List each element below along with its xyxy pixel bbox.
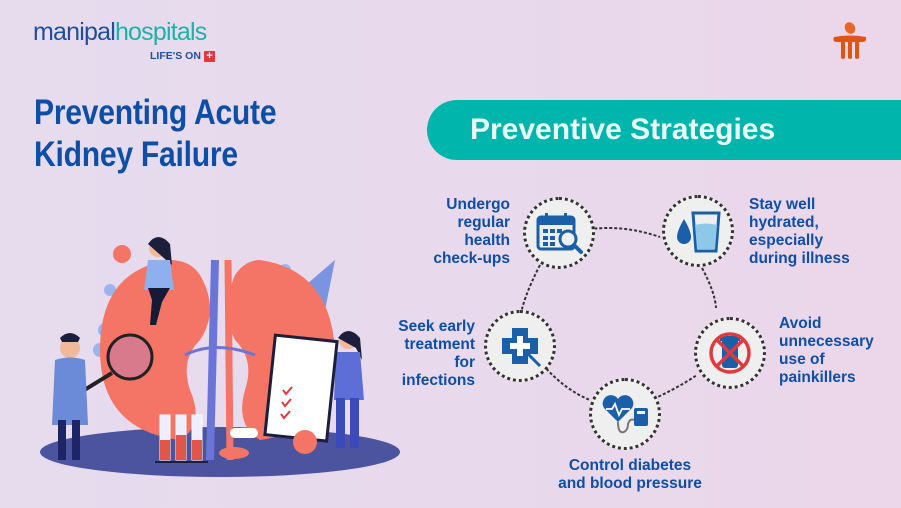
section-title: Preventive Strategies (470, 113, 776, 146)
no-pills-icon (694, 317, 766, 389)
medical-cross-icon (484, 310, 556, 382)
strategy-label-hydration: Stay well hydrated, especially during il… (749, 196, 850, 267)
kidney-doctors-illustration (40, 237, 400, 477)
title-line-2: Kidney Failure (34, 135, 238, 174)
orange-figure-logo-icon (833, 22, 867, 59)
water-glass-icon (662, 195, 734, 267)
heart-bp-monitor-icon (589, 378, 661, 450)
section-banner (427, 100, 901, 160)
title-line-1: Preventing Acute (34, 93, 277, 132)
page-title: Preventing Acute Kidney Failure (34, 92, 277, 176)
plus-icon: + (203, 50, 215, 62)
strategy-label-diabetes-bp: Control diabetes and blood pressure (558, 457, 702, 492)
strategy-label-infections: Seek early treatment for infections (398, 318, 475, 389)
calendar-search-icon (523, 197, 595, 269)
brand-name-part1: manipal (33, 18, 116, 46)
strategy-label-checkups: Undergo regular health check-ups (433, 196, 510, 267)
strategy-label-painkillers: Avoid unnecessary use of painkillers (779, 315, 874, 386)
brand-tagline: LIFE'S ON + (150, 50, 215, 62)
tagline-text: LIFE'S ON (150, 50, 201, 62)
brand-logo: manipalhospitals (33, 18, 207, 46)
brand-name-part2: hospitals (114, 18, 207, 46)
